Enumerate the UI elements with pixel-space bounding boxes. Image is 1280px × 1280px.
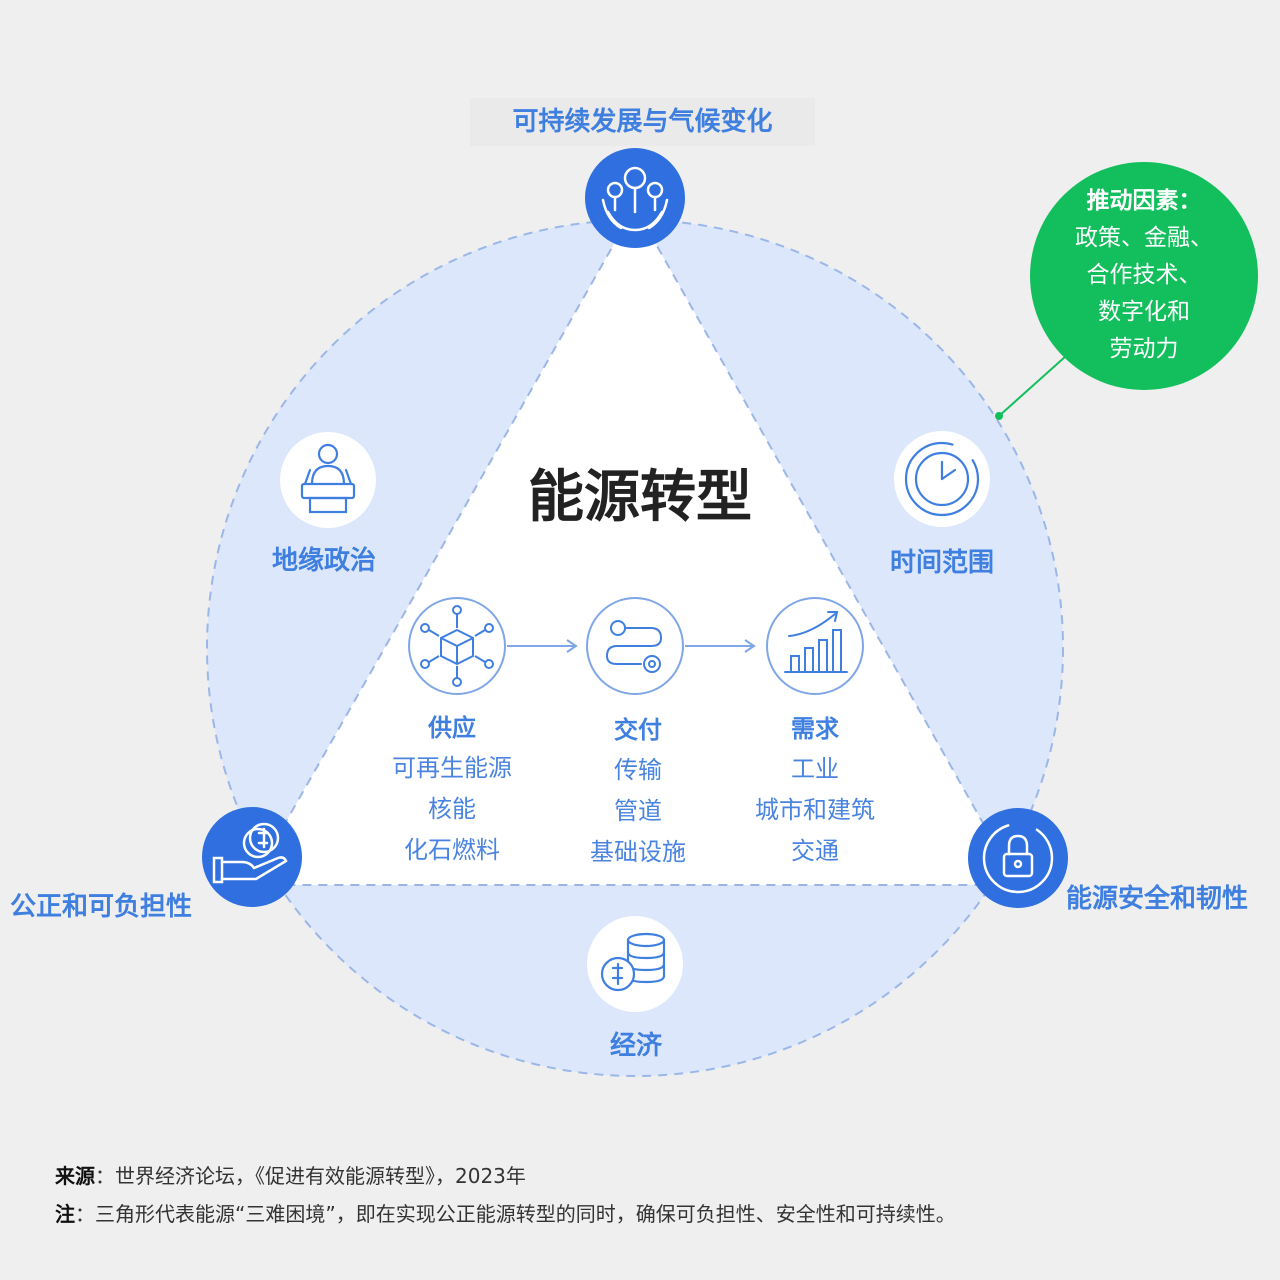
vertex-label-affordability: 公正和可负担性 xyxy=(10,892,193,922)
flow-item: 基础设施 xyxy=(590,838,686,866)
drivers-bubble: 推动因素： 政策、金融、 合作技术、 数字化和 劳动力 xyxy=(1030,162,1258,390)
flow-column-supply: 供应 可再生能源 核能 化石燃料 xyxy=(322,708,582,871)
plant-hands-icon xyxy=(585,148,685,248)
flow-arrows xyxy=(507,639,756,653)
vertex-label-sustainability: 可持续发展与气候变化 xyxy=(470,98,815,146)
flow-head: 供应 xyxy=(428,714,476,742)
vertex-label-security: 能源安全和韧性 xyxy=(1066,884,1249,914)
flow-item: 管道 xyxy=(614,797,662,825)
source-note: 来源：世界经济论坛，《促进有效能源转型》，2023年 xyxy=(55,1160,526,1189)
drivers-connector-dot xyxy=(995,412,1003,420)
flow-item: 核能 xyxy=(428,795,476,823)
flow-item: 工业 xyxy=(791,755,839,783)
footnote: 注：三角形代表能源“三难困境”，即在实现公正能源转型的同时，确保可负担性、安全性… xyxy=(55,1198,956,1227)
side-label-economy: 经济 xyxy=(610,1031,663,1061)
diagram-title: 能源转型 xyxy=(528,465,752,530)
dilemma-triangle xyxy=(248,204,1020,886)
clock-icon xyxy=(894,431,990,527)
flow-item: 传输 xyxy=(614,756,662,784)
drivers-line: 数字化和 xyxy=(1098,299,1190,325)
note-text: ：三角形代表能源“三难困境”，即在实现公正能源转型的同时，确保可负担性、安全性和… xyxy=(75,1202,956,1226)
source-text: ：世界经济论坛，《促进有效能源转型》，2023年 xyxy=(95,1164,526,1188)
flow-item: 交通 xyxy=(791,837,839,865)
side-label-geopolitics: 地缘政治 xyxy=(272,546,377,576)
drivers-connector xyxy=(998,355,1067,417)
drivers-line: 合作技术、 xyxy=(1086,262,1202,288)
flow-head: 需求 xyxy=(791,715,839,743)
flow-head: 交付 xyxy=(614,716,662,744)
flow-column-delivery: 交付 传输 管道 基础设施 xyxy=(508,710,768,873)
source-label: 来源 xyxy=(55,1164,95,1188)
drivers-title: 推动因素： xyxy=(1086,188,1202,214)
flow-item: 城市和建筑 xyxy=(755,796,875,824)
drivers-line: 劳动力 xyxy=(1109,336,1179,362)
podium-speaker-icon xyxy=(280,432,376,528)
growth-chart-icon xyxy=(766,597,864,695)
side-label-time-horizon: 时间范围 xyxy=(890,548,995,578)
drivers-line: 政策、金融、 xyxy=(1075,225,1213,251)
coin-stack-icon xyxy=(587,916,683,1012)
note-label: 注 xyxy=(55,1202,75,1226)
route-icon xyxy=(586,597,684,695)
lock-icon xyxy=(968,808,1068,908)
flow-item: 可再生能源 xyxy=(392,754,512,782)
flow-column-demand: 需求 工业 城市和建筑 交通 xyxy=(685,709,945,872)
coin-hand-icon xyxy=(202,807,302,907)
flow-item: 化石燃料 xyxy=(404,836,500,864)
box-network-icon xyxy=(408,597,506,695)
